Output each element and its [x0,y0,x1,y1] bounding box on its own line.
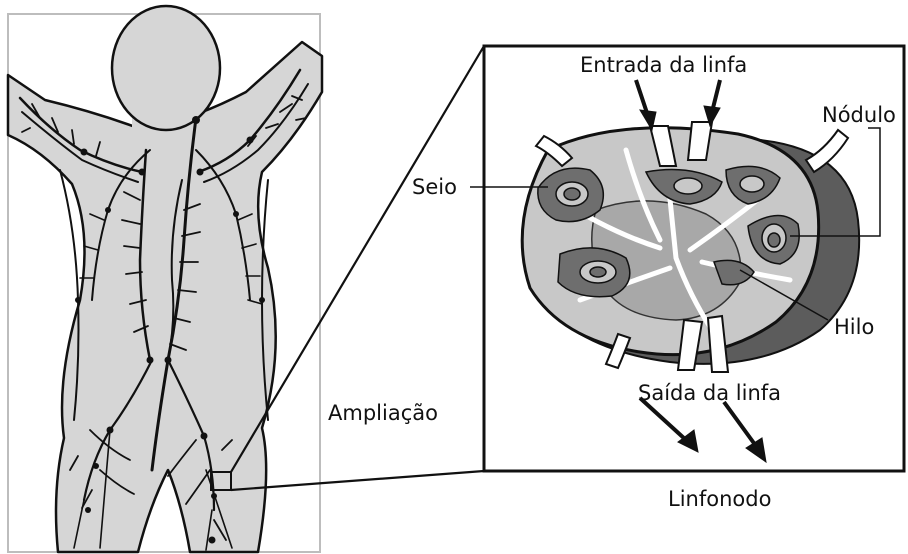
head [112,6,220,130]
label-entrada-da-linfa: Entrada da linfa [580,53,747,77]
label-nodulo: Nódulo [822,103,896,127]
body-panel [8,6,322,552]
label-linfonodo: Linfonodo [668,487,771,511]
label-saida-da-linfa: Saída da linfa [638,381,781,405]
label-ampliacao: Ampliação [328,401,438,425]
label-seio: Seio [412,175,457,199]
label-hilo: Hilo [834,315,874,339]
